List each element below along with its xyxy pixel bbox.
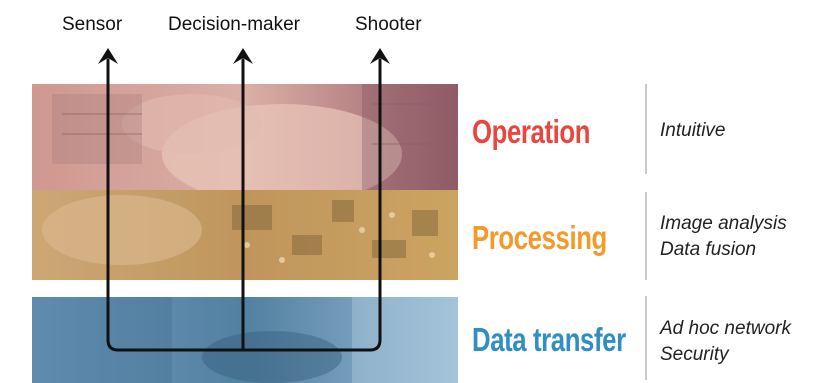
sensor-label: Sensor xyxy=(62,14,123,35)
processing-band-image xyxy=(32,190,458,280)
data-transfer-description: Ad hoc network Security xyxy=(660,316,791,368)
layer-title-data-transfer: Data transfer xyxy=(472,321,626,358)
data-transfer-description-line: Security xyxy=(660,344,729,365)
operation-band-image xyxy=(32,84,458,191)
processing-description: Image analysis Data fusion xyxy=(660,211,787,263)
divider-data-transfer xyxy=(645,296,647,380)
layer-title-operation: Operation xyxy=(472,113,591,150)
shooter-label: Shooter xyxy=(355,14,422,35)
decision-maker-arrowhead-icon xyxy=(233,48,253,64)
operation-description: Intuitive xyxy=(660,118,725,144)
processing-description-line: Image analysis xyxy=(660,213,787,234)
divider-operation xyxy=(645,84,647,174)
divider-processing xyxy=(645,192,647,280)
data-transfer-description-line: Ad hoc network xyxy=(660,318,791,339)
processing-description-line: Data fusion xyxy=(660,239,757,260)
shooter-arrowhead-icon xyxy=(370,48,390,64)
sensor-arrowhead-icon xyxy=(98,48,118,64)
operation-description-line: Intuitive xyxy=(660,120,726,141)
decision-maker-label: Decision-maker xyxy=(168,14,300,35)
layer-title-processing: Processing xyxy=(472,219,607,256)
data-transfer-band-image xyxy=(32,297,458,383)
